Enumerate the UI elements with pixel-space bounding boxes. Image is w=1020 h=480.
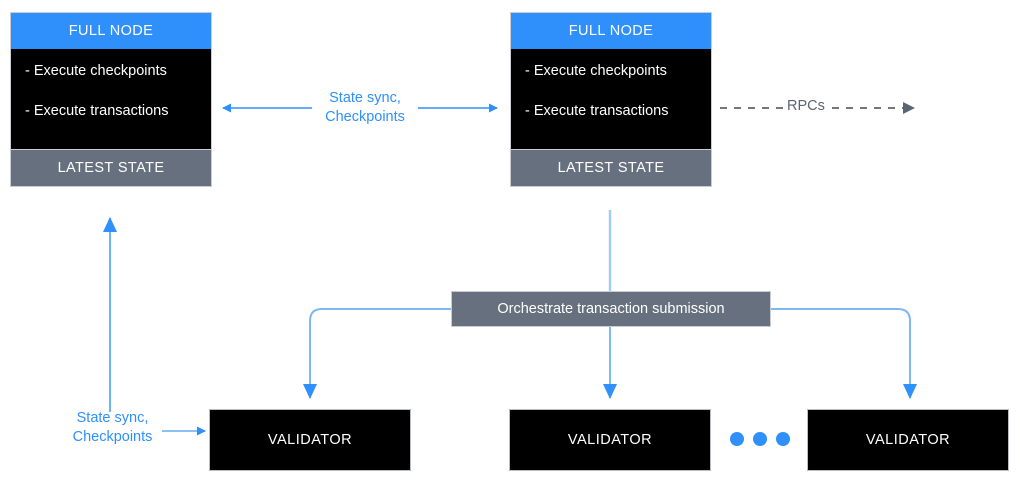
edge-label-state-sync-bottom-line1: State sync, [76, 410, 149, 426]
full-node-bullet-execute-transactions-right: - Execute transactions [525, 103, 669, 119]
edge-label-state-sync-top-line1: State sync, [329, 90, 401, 106]
full-node-bullet-execute-checkpoints-left: - Execute checkpoints [25, 63, 167, 79]
ellipsis-dot-1 [730, 432, 744, 446]
full-node-card-left[interactable]: FULL NODE - Execute checkpoints - Execut… [10, 12, 212, 187]
edge-orchestrator-to-validator-1 [303, 308, 451, 399]
ellipsis-dot-3 [776, 432, 790, 446]
validator-card-1[interactable]: VALIDATOR [209, 409, 411, 471]
edge-label-state-sync-bottom-line2: Checkpoints [72, 429, 153, 445]
edge-label-rpcs: RPCs [786, 98, 826, 114]
edge-label-state-sync-bottom: State sync, Checkpoints [55, 409, 170, 447]
full-node-header-left: FULL NODE [11, 13, 211, 49]
orchestrate-transaction-submission-bar[interactable]: Orchestrate transaction submission [451, 291, 771, 327]
full-node-latest-state-left: LATEST STATE [11, 149, 211, 186]
full-node-bullet-execute-transactions-left: - Execute transactions [25, 103, 169, 119]
full-node-bullet-execute-checkpoints-right: - Execute checkpoints [525, 63, 667, 79]
ellipsis-dot-2 [753, 432, 767, 446]
full-node-body-left: - Execute checkpoints - Execute transact… [11, 49, 211, 149]
edge-label-state-sync-top: State sync, Checkpoints [310, 89, 420, 127]
edge-orchestrator-to-validator-3 [770, 308, 917, 399]
validator-card-3[interactable]: VALIDATOR [807, 409, 1009, 471]
full-node-body-right: - Execute checkpoints - Execute transact… [511, 49, 711, 149]
edge-label-state-sync-top-line2: Checkpoints [325, 109, 405, 125]
full-node-card-right[interactable]: FULL NODE - Execute checkpoints - Execut… [510, 12, 712, 187]
more-validators-ellipsis-icon [730, 432, 790, 448]
full-node-header-right: FULL NODE [511, 13, 711, 49]
validator-card-2[interactable]: VALIDATOR [509, 409, 711, 471]
full-node-latest-state-right: LATEST STATE [511, 149, 711, 186]
